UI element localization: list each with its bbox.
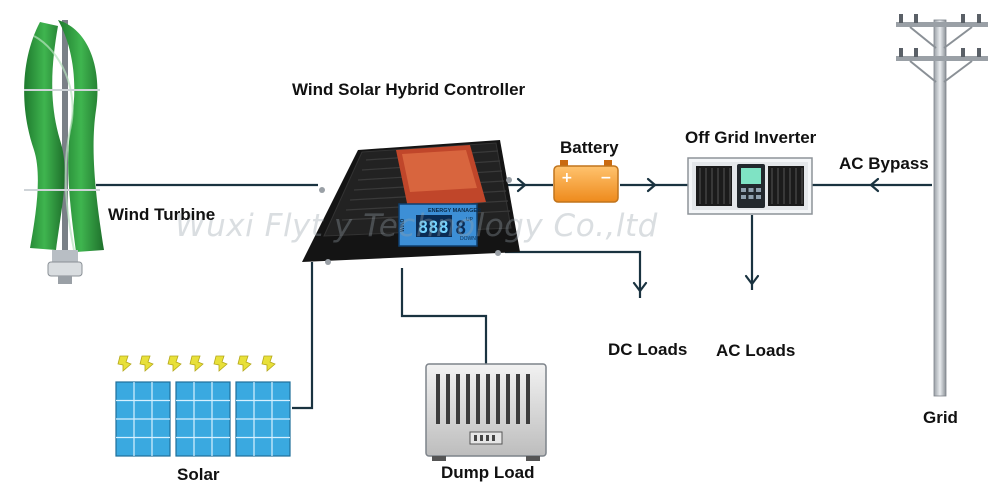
inverter-label: Off Grid Inverter	[685, 128, 817, 147]
arrow-right-icon	[646, 177, 657, 193]
display-up-label: UP	[466, 217, 474, 223]
wind-turbine-label: Wind Turbine	[108, 205, 216, 224]
display-side-digit: 8	[455, 217, 466, 239]
arrow-left-icon	[869, 177, 880, 193]
wire-controller-to-dc-loads	[505, 250, 642, 298]
display-down-label: DOWN	[460, 236, 476, 242]
display-digits: 888	[418, 218, 449, 238]
controller-label: Wind Solar Hybrid Controller	[292, 80, 526, 99]
arrow-down-icon	[632, 281, 648, 293]
solar-label: Solar	[177, 465, 220, 484]
display-side-text: WIND	[400, 218, 406, 232]
wire-solar-to-controller	[292, 262, 314, 410]
arrow-right-icon	[516, 177, 527, 193]
ac-bypass-label: AC Bypass	[839, 154, 929, 173]
battery-plus-symbol: +	[561, 170, 573, 186]
wire-controller-to-dump-load	[400, 268, 488, 364]
grid-label: Grid	[923, 408, 958, 427]
watermark-text: Wuxi Flyt y Technology Co.,ltd	[175, 208, 658, 244]
inverter-icon	[687, 157, 813, 215]
battery-label: Battery	[560, 138, 619, 157]
ac-loads-label: AC Loads	[716, 341, 796, 360]
dc-loads-label: DC Loads	[608, 340, 688, 359]
battery-minus-symbol: −	[600, 170, 612, 186]
dump-load-icon	[425, 363, 547, 461]
wind-turbine-icon	[24, 20, 104, 284]
wires	[96, 183, 932, 410]
dump-load-label: Dump Load	[441, 463, 535, 482]
arrow-down-icon	[744, 274, 760, 286]
sun-rays	[117, 355, 276, 372]
solar-panel-icon	[115, 355, 291, 457]
controller-icon: ENERGY MANAGER WIND 888 8 UP DOWN	[302, 140, 520, 265]
battery-icon: + −	[553, 160, 619, 203]
utility-pole-icon	[896, 14, 988, 397]
display-header: ENERGY MANAGER	[428, 208, 481, 214]
